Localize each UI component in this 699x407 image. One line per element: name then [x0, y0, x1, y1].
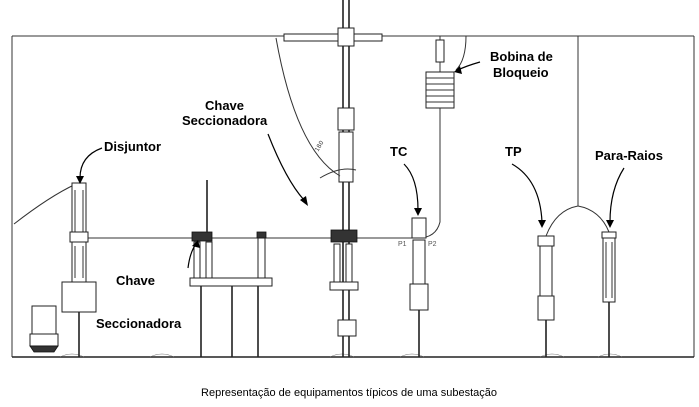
label-disjuntor: Disjuntor — [104, 139, 161, 154]
label-bobina-line1: Bobina de — [490, 49, 553, 64]
label-chave-top-line1: Chave — [205, 98, 244, 113]
figure-caption: Representação de equipamentos típicos de… — [201, 387, 497, 399]
label-bobina-line2: Bloqueio — [493, 65, 549, 80]
label-tp: TP — [505, 144, 522, 159]
label-tc: TC — [390, 144, 408, 159]
potential-transformer — [537, 205, 579, 357]
current-transformer — [409, 217, 429, 357]
label-chave-bottom-line1: Chave — [116, 273, 155, 288]
disconnect-switch-vertical: 180 — [275, 0, 383, 357]
label-arrows — [76, 61, 625, 269]
label-chave-top-line2: Seccionadora — [182, 113, 268, 128]
label-chave-bottom-line2: Seccionadora — [96, 316, 182, 331]
label-p1: P1 — [398, 241, 407, 248]
diagram-frame — [11, 35, 695, 358]
disconnect-switch-horizontal — [189, 180, 273, 357]
label-p2: P2 — [428, 241, 437, 248]
incoming-line — [13, 183, 77, 225]
ground-marks — [59, 353, 623, 358]
breaker-equipment — [61, 182, 97, 357]
svg-text:180: 180 — [314, 139, 326, 153]
label-para-raios: Para-Raios — [595, 148, 663, 163]
surge-arrester — [577, 205, 617, 357]
line-trap — [417, 35, 467, 239]
control-cabinet — [29, 305, 59, 353]
